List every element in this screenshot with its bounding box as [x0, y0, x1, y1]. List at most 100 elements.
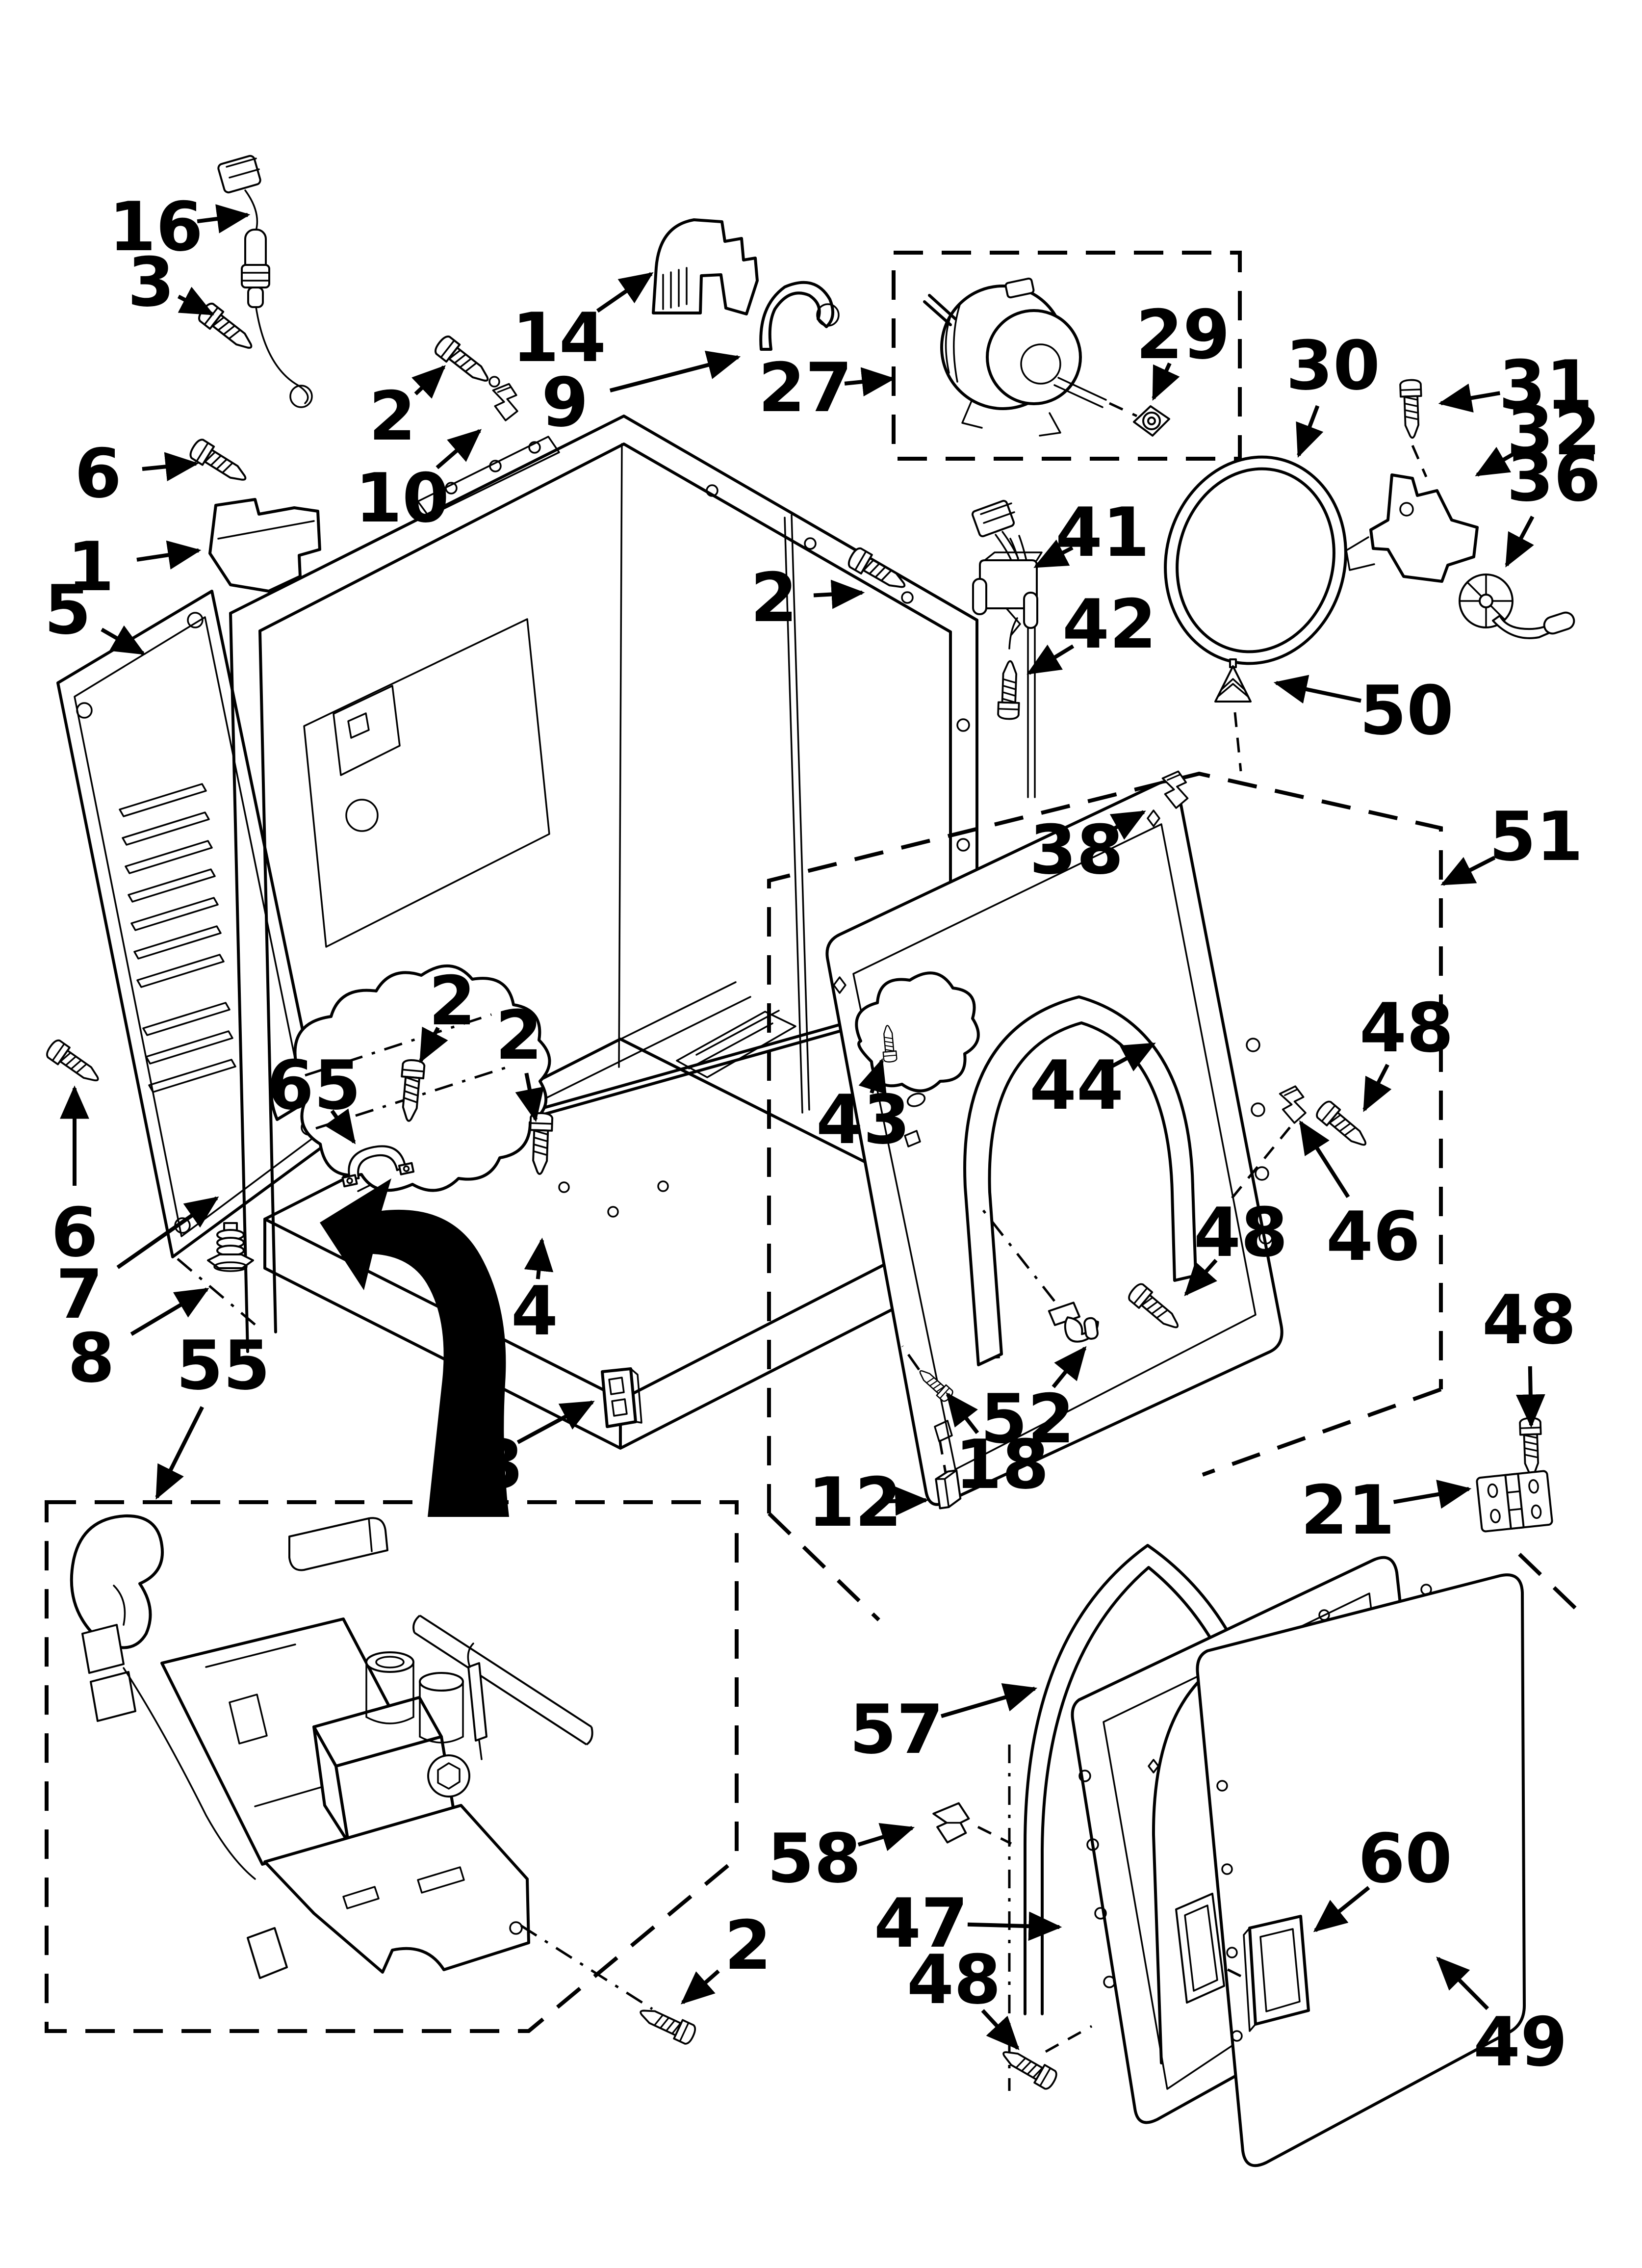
callout-front-drum-seal: 44 — [1029, 1042, 1156, 1125]
callout-leader-arrow — [981, 2009, 1020, 2050]
callout-leveling-leg: 8 — [68, 1287, 209, 1398]
gas-burner-assembly — [70, 1514, 653, 2010]
callout-leader-arrow — [857, 1823, 915, 1851]
callout-leader-arrow — [609, 350, 741, 392]
burner-assembly-boundary — [45, 1500, 739, 2033]
screw-icon — [43, 1037, 105, 1089]
wire-hook-9 — [759, 281, 840, 351]
callout-leader-arrow — [1362, 1064, 1392, 1112]
callout-screw: 31 — [1438, 346, 1593, 425]
callout-label: 12 — [808, 1463, 902, 1542]
callout-screw: 48 — [1482, 1280, 1576, 1428]
callout-door-catch: 58 — [767, 1819, 915, 1898]
callout-label: 44 — [1029, 1046, 1124, 1125]
callout-burner-assembly: 55 — [155, 1326, 270, 1500]
callout-motor-nut: 29 — [1136, 295, 1230, 401]
callout-label: 2 — [429, 962, 476, 1041]
callout-label: 29 — [1136, 295, 1230, 374]
callout-hinge: 21 — [1301, 1471, 1472, 1550]
callout-leader-arrow — [411, 365, 446, 399]
callout-label: 3 — [128, 243, 175, 322]
callout-screw: 6 — [51, 1085, 98, 1272]
callout-leader-arrow — [155, 1406, 204, 1500]
callout-screw: 48 — [1184, 1193, 1288, 1297]
callout-label: 32 — [1507, 391, 1601, 470]
callout-leader-arrow — [116, 1196, 219, 1269]
callout-label: 5 — [44, 571, 91, 650]
callout-label: 16 — [109, 187, 203, 266]
callout-label: 55 — [176, 1326, 270, 1405]
callout-leader-arrow — [1026, 644, 1075, 675]
callout-screw: 43 — [816, 1058, 910, 1159]
callout-label: 21 — [1301, 1471, 1395, 1550]
callout-label: 2 — [495, 996, 542, 1075]
motor-assembly-boundary — [892, 251, 1242, 461]
callout-outer-door-panel: 49 — [1436, 1956, 1567, 2082]
fastener-alignment-dash — [1233, 712, 1242, 772]
callout-label: 51 — [1489, 797, 1583, 876]
callout-label: 36 — [1507, 438, 1601, 517]
callout-clip: 12 — [808, 1463, 929, 1542]
callout-cover-shield: 1 — [67, 527, 202, 606]
callout-bracket: 32 — [1475, 391, 1601, 477]
thermal-fuse-wire — [217, 155, 313, 408]
vent-slots — [119, 783, 236, 1093]
callout-label: 13 — [430, 1425, 524, 1504]
callout-leader-arrow — [136, 540, 202, 570]
callout-label: 4 — [511, 1272, 558, 1351]
outer-door-panel — [1196, 1573, 1526, 2167]
pulley-icon — [1459, 574, 1577, 639]
callout-leader-arrow — [324, 1108, 356, 1145]
callout-label: 43 — [816, 1080, 910, 1159]
callout-leader-arrow — [1299, 1120, 1350, 1199]
callout-inner-door-panel: 47 — [874, 1884, 1062, 1963]
screw-icon — [432, 333, 495, 390]
callout-label: 65 — [267, 1046, 361, 1125]
callout-screw: 18 — [946, 1392, 1049, 1504]
callout-leader-arrow — [813, 579, 865, 609]
callout-label: 27 — [758, 348, 852, 427]
drive-belt — [1164, 455, 1347, 665]
callout-label: 48 — [1360, 989, 1454, 1068]
callout-label: 41 — [1055, 493, 1150, 572]
callout-label: 1 — [67, 527, 114, 606]
callout-label: 2 — [369, 377, 416, 456]
callout-label: 6 — [75, 434, 122, 513]
screw-icon — [997, 660, 1022, 721]
bracket-32 — [1345, 473, 1479, 583]
callout-label: 48 — [907, 1940, 1001, 2019]
callout-label: 42 — [1062, 585, 1156, 664]
callout-label: 2 — [750, 558, 797, 637]
callout-leader-arrow — [419, 1026, 448, 1063]
door-handle — [1243, 1915, 1310, 2032]
callout-label: 10 — [355, 459, 449, 538]
callout-screw: 48 — [907, 1940, 1020, 2050]
callout-label: 18 — [955, 1425, 1049, 1504]
callout-screw: 2 — [419, 962, 476, 1063]
bracket-14 — [652, 218, 759, 315]
callout-label: 14 — [512, 298, 606, 377]
clip-icon — [490, 382, 521, 423]
bracket-13 — [601, 1367, 642, 1428]
callout-screw: 2 — [680, 1906, 771, 2005]
clip-icon — [1277, 1084, 1310, 1126]
screw-icon — [635, 2001, 698, 2047]
screw-icon — [1313, 1098, 1373, 1153]
callout-label: 58 — [767, 1819, 861, 1898]
callout-idler-pulley: 36 — [1505, 438, 1601, 568]
callout-leader-arrow — [858, 1058, 887, 1095]
callout-leader-arrow — [1438, 383, 1501, 413]
callout-label: 6 — [51, 1193, 98, 1272]
screw-icon — [1518, 1416, 1543, 1477]
front-panel-boundary — [767, 771, 1588, 1621]
callout-leader-arrow — [1313, 1886, 1370, 1932]
callout-wire-hook: 9 — [541, 350, 741, 442]
callout-screw: 42 — [1026, 585, 1156, 675]
pushclip-icon — [1214, 658, 1252, 703]
callout-screw: 3 — [128, 243, 214, 322]
callout-leader-arrow — [1052, 1346, 1087, 1388]
callout-leader-arrow — [596, 272, 654, 313]
callout-leader-arrow — [1436, 1956, 1489, 2010]
